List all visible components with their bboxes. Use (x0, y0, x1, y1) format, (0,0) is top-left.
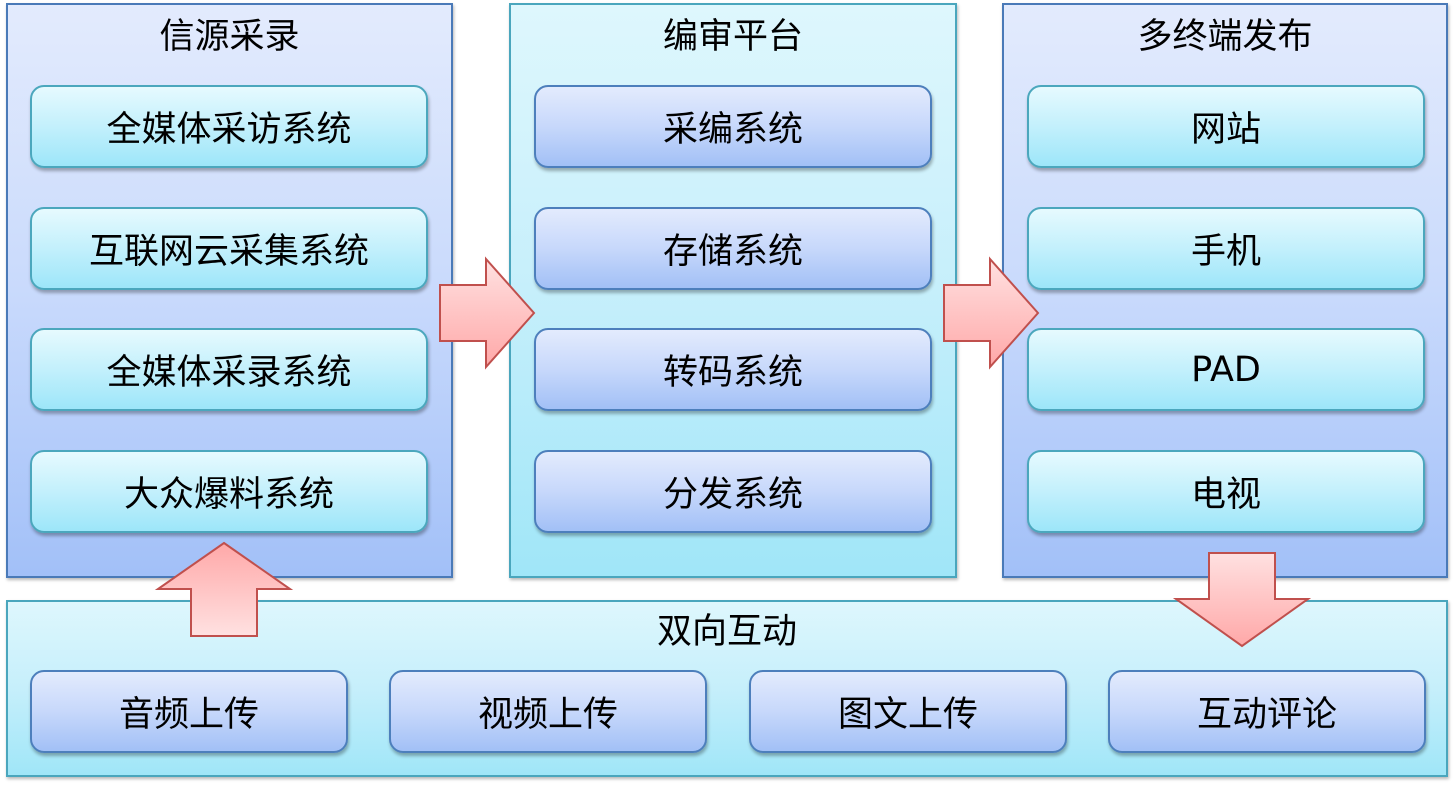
system-box: 互联网云采集系统 (30, 207, 428, 290)
system-box: 大众爆料系统 (30, 450, 428, 533)
interaction-box: 图文上传 (749, 670, 1067, 753)
arrow-up-icon (154, 541, 294, 637)
system-box: 采编系统 (534, 85, 932, 168)
system-box: 转码系统 (534, 328, 932, 411)
section-title: 双向互动 (656, 612, 797, 652)
section-two-way-interaction: 双向互动 音频上传 视频上传 图文上传 互动评论 (6, 600, 1448, 777)
column-source-capture: 信源采录 全媒体采访系统 互联网云采集系统 全媒体采录系统 大众爆料系统 (6, 3, 453, 578)
interaction-box: 音频上传 (30, 670, 348, 753)
arrow-right-icon (943, 256, 1040, 370)
terminal-box: 手机 (1027, 207, 1425, 290)
system-box: 全媒体采访系统 (30, 85, 428, 168)
terminal-box: PAD (1027, 328, 1425, 411)
interaction-box: 视频上传 (389, 670, 707, 753)
column-title: 多终端发布 (1137, 17, 1313, 57)
interaction-box: 互动评论 (1108, 670, 1426, 753)
system-box: 存储系统 (534, 207, 932, 290)
terminal-box: 电视 (1027, 450, 1425, 533)
column-title: 信源采录 (159, 17, 300, 57)
system-box: 全媒体采录系统 (30, 328, 428, 411)
terminal-box: 网站 (1027, 85, 1425, 168)
system-box: 分发系统 (534, 450, 932, 533)
arrow-down-icon (1172, 552, 1312, 648)
arrow-right-icon (439, 256, 536, 370)
column-title: 编审平台 (662, 17, 803, 57)
column-multi-terminal-publish: 多终端发布 网站 手机 PAD 电视 (1002, 3, 1448, 578)
column-editing-platform: 编审平台 采编系统 存储系统 转码系统 分发系统 (509, 3, 957, 578)
